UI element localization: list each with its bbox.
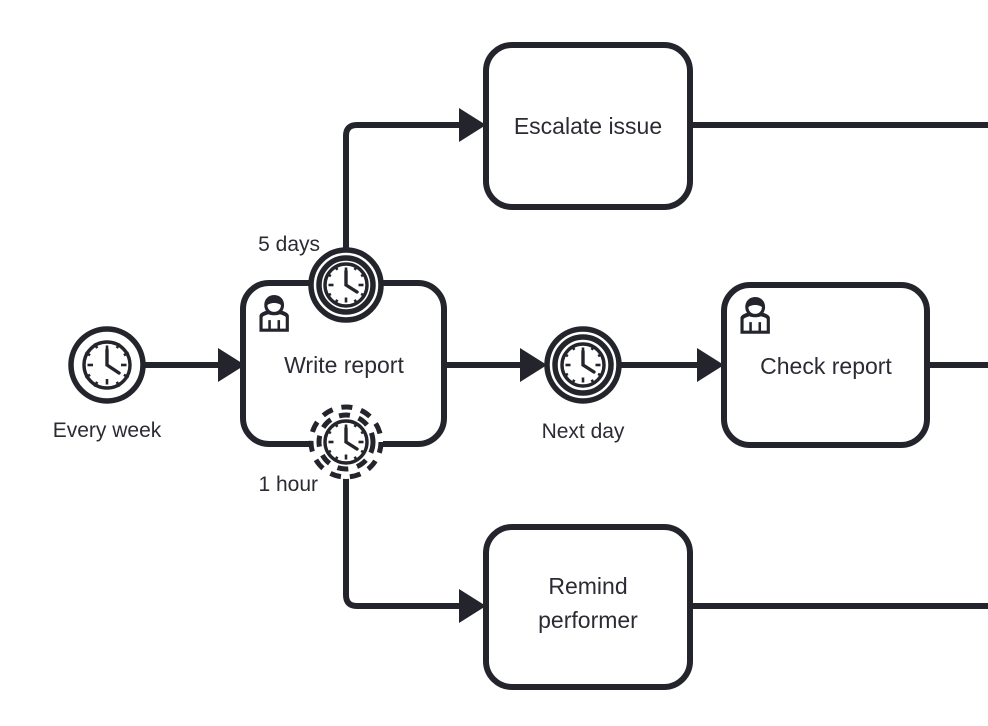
person-icon (259, 294, 289, 332)
flow-start-to-write-report[interactable] (143, 348, 245, 382)
boundary-event-outer-ring (308, 247, 384, 323)
person-icon (740, 296, 770, 334)
boundary-timer-1-hour-label: 1 hour (258, 473, 318, 496)
task-remind-performer-shape[interactable] (483, 524, 693, 690)
clock-icon (560, 342, 606, 388)
task-remind-performer-label-line1: Remind (548, 573, 627, 599)
start-timer-event-label: Every week (53, 419, 162, 442)
task-remind-performer[interactable]: Remind performer (483, 524, 693, 690)
intermediate-timer-next-day[interactable]: Next day (542, 326, 625, 443)
clock-icon (323, 262, 369, 308)
boundary-timer-1-hour[interactable]: 1 hour (258, 404, 384, 496)
task-write-report-label: Write report (284, 352, 404, 378)
task-check-report-label: Check report (760, 353, 892, 379)
intermediate-timer-next-day-label: Next day (542, 420, 625, 443)
intermediate-event-outer-ring (544, 326, 622, 404)
start-timer-event[interactable] (68, 326, 146, 404)
task-escalate-issue-label: Escalate issue (514, 113, 662, 139)
task-check-report-shape[interactable] (721, 282, 930, 448)
task-escalate-issue[interactable]: Escalate issue (483, 42, 693, 210)
task-escalate-issue-shape[interactable] (483, 42, 693, 210)
task-check-report[interactable]: Check report (721, 282, 930, 448)
boundary-event-inner-ring (316, 255, 376, 315)
boundary-timer-5-days-label: 5 days (258, 233, 320, 256)
boundary-event-outer-ring-dashed (308, 404, 384, 480)
flow-write-report-to-next-day[interactable] (444, 348, 547, 382)
flow-5-days-to-escalate-issue[interactable] (343, 108, 486, 250)
flow-next-day-to-check-report[interactable] (619, 348, 724, 382)
intermediate-event-inner-ring (552, 334, 614, 396)
clock-icon (323, 419, 369, 465)
task-remind-performer-label-line2: performer (538, 607, 638, 633)
clock-icon (82, 340, 132, 390)
boundary-timer-5-days[interactable]: 5 days (258, 233, 384, 323)
flow-1-hour-to-remind-performer[interactable] (343, 477, 486, 623)
boundary-event-inner-ring-dashed (316, 412, 376, 472)
